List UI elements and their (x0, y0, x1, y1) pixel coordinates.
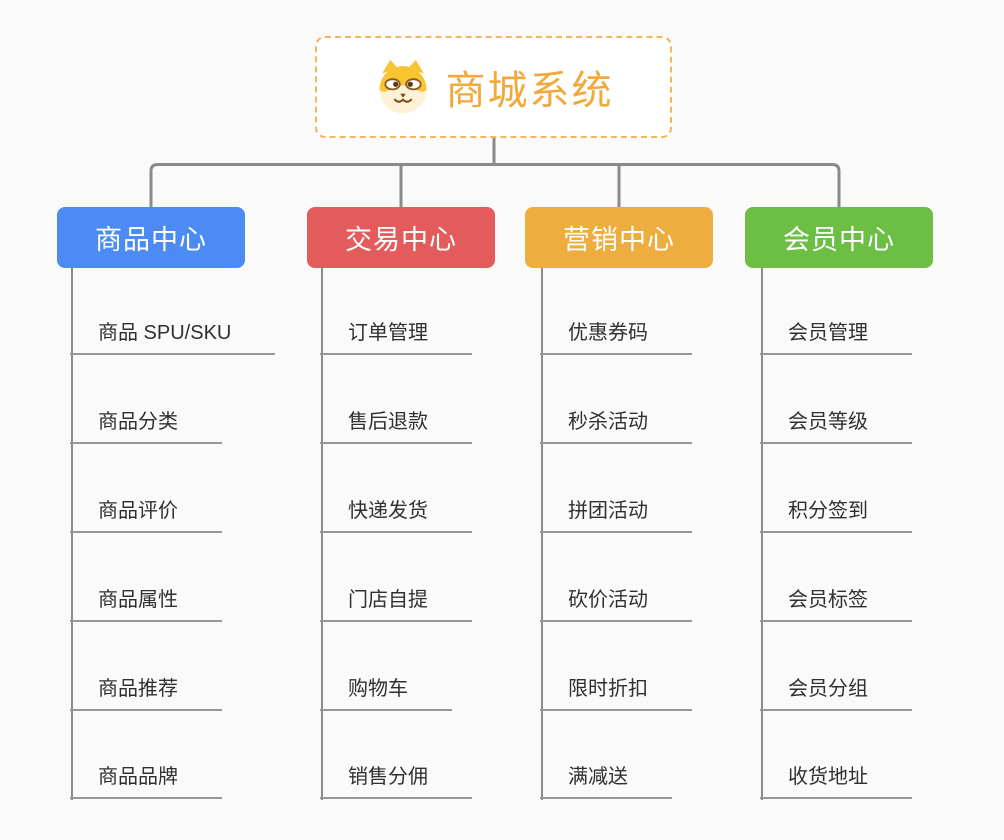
leaf-item[interactable]: 砍价活动 (540, 587, 692, 622)
leaf-item[interactable]: 商品推荐 (70, 676, 222, 711)
leaf-item[interactable]: 拼团活动 (540, 498, 692, 533)
leaf-item[interactable]: 会员等级 (760, 409, 912, 444)
branch-label: 营销中心 (563, 225, 675, 255)
leaf-item[interactable]: 满减送 (540, 764, 672, 799)
leaf-item[interactable]: 收货地址 (760, 764, 912, 799)
branch-box-trade-center[interactable]: 交易中心 (307, 207, 495, 268)
branch-box-member-center[interactable]: 会员中心 (745, 207, 933, 268)
leaf-item[interactable]: 限时折扣 (540, 676, 692, 711)
branch-box-product-center[interactable]: 商品中心 (57, 207, 245, 268)
branch-spine-line (541, 268, 543, 800)
branch-spine-line (761, 268, 763, 800)
branch-spine-line (71, 268, 73, 800)
leaf-item[interactable]: 商品 SPU/SKU (70, 320, 276, 355)
branch-spine-line (321, 268, 323, 800)
branch-box-marketing-center[interactable]: 营销中心 (525, 207, 713, 268)
leaf-item[interactable]: 销售分佣 (320, 764, 472, 799)
leaf-item[interactable]: 订单管理 (320, 320, 472, 355)
leaf-item[interactable]: 积分签到 (760, 498, 912, 533)
branch-label: 商品中心 (95, 225, 207, 255)
branch-bus-line (149, 163, 841, 210)
shiba-dog-icon (374, 58, 432, 116)
root-node[interactable]: 商城系统 (315, 36, 672, 138)
branch-label: 交易中心 (345, 225, 457, 255)
leaf-item[interactable]: 购物车 (320, 676, 452, 711)
leaf-item[interactable]: 商品分类 (70, 409, 222, 444)
leaf-item[interactable]: 会员标签 (760, 587, 912, 622)
branch-label: 会员中心 (783, 225, 895, 255)
leaf-item[interactable]: 商品属性 (70, 587, 222, 622)
leaf-item[interactable]: 商品评价 (70, 498, 222, 533)
leaf-item[interactable]: 秒杀活动 (540, 409, 692, 444)
leaf-item[interactable]: 会员管理 (760, 320, 912, 355)
leaf-item[interactable]: 商品品牌 (70, 764, 222, 799)
leaf-item[interactable]: 售后退款 (320, 409, 472, 444)
root-title: 商城系统 (445, 69, 614, 113)
leaf-item[interactable]: 快递发货 (320, 498, 472, 533)
leaf-item[interactable]: 会员分组 (760, 676, 912, 711)
leaf-item[interactable]: 优惠券码 (540, 320, 692, 355)
leaf-item[interactable]: 门店自提 (320, 587, 472, 622)
